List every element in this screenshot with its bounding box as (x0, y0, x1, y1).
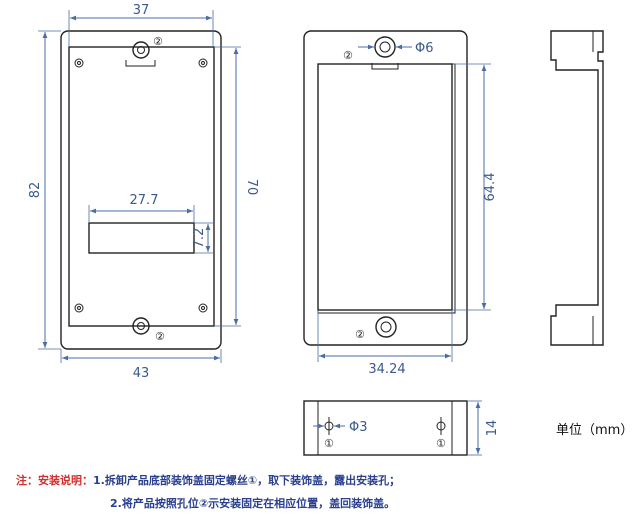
cover-top-hole-inner (379, 41, 391, 53)
cover-marker-bottom: ② (355, 328, 365, 341)
front-bottom-hole-inner (137, 322, 145, 330)
side-body (303, 400, 468, 456)
side-marker-right: ① (436, 437, 446, 450)
install-note-step-1: 1.拆卸产品底部装饰盖固定螺丝①，取下装饰盖，露出安装孔； (93, 474, 401, 487)
front-outer-frame (60, 30, 222, 350)
front-bottom-hole (132, 317, 150, 335)
cover-outer-frame (303, 30, 468, 346)
front-top-hole-inner (137, 46, 145, 54)
front-window-width-label: 27.7 (130, 193, 159, 208)
cover-window-shadow (317, 63, 456, 314)
profile-outline (550, 30, 604, 346)
install-note-line-2: 2.将产品按照孔位②示安装固定在相应位置，盖回装饰盖。 (110, 495, 395, 511)
side-marker-left: ① (324, 437, 334, 450)
front-inner-frame (68, 46, 215, 327)
cover-marker-top: ② (343, 49, 353, 62)
profile-view (550, 30, 604, 346)
front-window-height-label: 7.2 (192, 228, 207, 249)
cover-bottom-hole (375, 316, 397, 338)
front-top-hole (132, 41, 150, 59)
front-display-window (88, 222, 195, 254)
cover-view: ② ② Φ6 64.4 34.24 (303, 30, 498, 377)
front-corner-screws (74, 58, 208, 313)
cover-inner-width-label: 34.24 (368, 362, 405, 377)
install-note-step-2: 2.将产品按照孔位②示安装固定在相应位置，盖回装饰盖。 (110, 497, 396, 510)
install-note-line-1: 注：安装说明：1.拆卸产品底部装饰盖固定螺丝①，取下装饰盖，露出安装孔； (16, 472, 400, 488)
front-top-tab (125, 60, 156, 67)
cover-inner-height-label: 64.4 (483, 173, 498, 202)
front-top-width-label: 37 (133, 3, 150, 18)
side-hole-diameter-label: Φ3 (349, 420, 368, 435)
front-view: ② ② 37 43 82 70 27.7 7.2 (28, 3, 259, 381)
front-marker-top: ② (153, 35, 163, 48)
cover-hole-diameter-label: Φ6 (415, 41, 434, 56)
install-note-lead: 注：安装说明： (16, 474, 93, 487)
front-bottom-width-label: 43 (133, 366, 150, 381)
side-height-label: 14 (485, 420, 500, 437)
unit-label: 单位（mm） (556, 423, 634, 438)
cover-bottom-hole-inner (380, 321, 392, 333)
cover-inner-frame (317, 63, 453, 311)
cover-top-hole (374, 36, 396, 58)
front-marker-bottom: ② (155, 330, 165, 343)
front-outer-height-label: 82 (28, 182, 43, 199)
front-inner-height-label: 70 (244, 179, 259, 196)
side-view: ① ① Φ3 14 (303, 400, 500, 456)
